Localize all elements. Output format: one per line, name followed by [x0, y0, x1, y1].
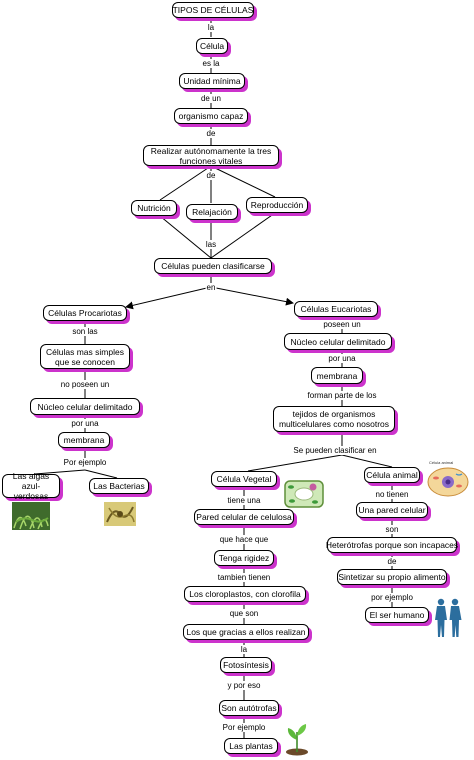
link-que-son: que son	[228, 609, 260, 618]
node-relajacion[interactable]: Relajación	[186, 204, 238, 220]
link-la-2: la	[239, 645, 249, 654]
link-poseen-un: poseen un	[322, 320, 362, 329]
node-el-ser-humano[interactable]: El ser humano	[365, 607, 429, 623]
node-nutricion[interactable]: Nutrición	[131, 200, 177, 216]
node-algas-azul-verdosas[interactable]: Las algas azul-verdosas	[2, 471, 60, 501]
link-por-ejemplo-animal: por ejemplo	[370, 593, 414, 602]
node-sintetizar-alimento[interactable]: Sintetizar su propio alimento	[337, 569, 447, 585]
node-las-bacterias[interactable]: Las Bacterias	[89, 478, 149, 494]
node-membrana-procariota[interactable]: membrana	[58, 432, 110, 448]
link-por-una-eucariota: por una	[327, 354, 357, 363]
link-se-pueden-clasificar: Se pueden clasificar en	[292, 446, 378, 455]
link-las: las	[204, 240, 218, 249]
node-las-plantas[interactable]: Las plantas	[224, 738, 278, 754]
node-pared-celulosa[interactable]: Pared celular de celulosa	[194, 509, 294, 525]
node-pared-celular-animal[interactable]: Una pared celular	[356, 502, 428, 518]
node-celulas-eucariotas[interactable]: Células Eucariotas	[294, 301, 378, 317]
humans-image	[435, 598, 462, 637]
node-celulas-procariotas[interactable]: Células Procariotas	[43, 305, 127, 321]
link-por-ejemplo-vegetal: Por ejemplo	[221, 723, 267, 732]
animal-cell-caption: Célula animal	[429, 460, 454, 465]
node-organismo-capaz[interactable]: organismo capaz	[174, 108, 248, 124]
algae-photo	[12, 502, 50, 530]
link-forman-parte: forman parte de los	[306, 391, 378, 400]
link-tiene-una: tiene una	[226, 496, 262, 505]
node-heterotrofas[interactable]: Heterótrofas porque son incapaces	[326, 537, 458, 553]
link-son-las: son las	[71, 327, 99, 336]
link-de-1: de	[205, 129, 217, 138]
link-por-una-procariota: por una	[70, 419, 100, 428]
node-fotosintesis[interactable]: Fotosíntesis	[220, 657, 272, 673]
node-realizar-funciones[interactable]: Realizar autónomamente la tres funciones…	[143, 145, 279, 166]
link-tambien-tienen: tambien tienen	[216, 573, 272, 582]
link-la: la	[206, 23, 216, 32]
node-son-autotrofas[interactable]: Son autótrofas	[219, 700, 279, 716]
node-tipos-de-celulas[interactable]: TIPOS DE CÉLULAS	[172, 2, 254, 18]
node-celula[interactable]: Célula	[196, 38, 228, 54]
node-reproduccion[interactable]: Reproducción	[246, 197, 308, 213]
link-no-poseen-un: no poseen un	[59, 380, 111, 389]
link-son: son	[384, 525, 400, 534]
plant-cell-image	[284, 480, 324, 508]
node-cloroplastos[interactable]: Los cloroplastos, con clorofila	[184, 586, 306, 602]
node-celula-animal[interactable]: Célula animal	[364, 467, 420, 483]
link-y-por-eso: y por eso	[226, 681, 262, 690]
node-celulas-pueden-clasificarse[interactable]: Células pueden clasificarse	[154, 258, 272, 274]
animal-cell-image: Célula animal	[426, 460, 470, 498]
node-celulas-mas-simples[interactable]: Células mas simples que se conocen	[40, 344, 130, 369]
link-por-ejemplo-procariota: Por ejemplo	[62, 458, 108, 467]
plant-sprout-image	[286, 724, 308, 756]
link-no-tienen: no tienen	[374, 490, 410, 499]
node-nucleo-procariota[interactable]: Núcleo celular delimitado	[30, 398, 140, 415]
link-de-2: de	[205, 171, 217, 180]
node-membrana-eucariota[interactable]: membrana	[311, 367, 363, 384]
bacteria-photo	[104, 502, 136, 526]
node-celula-vegetal[interactable]: Célula Vegetal	[211, 471, 277, 487]
node-unidad-minima[interactable]: Unidad mínima	[179, 73, 245, 89]
node-gracias-a-ellos[interactable]: Los que gracias a ellos realizan	[183, 624, 309, 640]
node-tejidos-multicelulares[interactable]: tejidos de organismos multicelulares com…	[273, 406, 395, 432]
link-de-3: de	[386, 557, 398, 566]
link-en: en	[205, 283, 217, 292]
link-es-la: es la	[201, 59, 221, 68]
node-nucleo-eucariota[interactable]: Núcleo celular delimitado	[284, 333, 392, 350]
link-de-un: de un	[199, 94, 223, 103]
node-tenga-rigidez[interactable]: Tenga rigidez	[214, 550, 274, 566]
link-que-hace-que: que hace que	[218, 535, 270, 544]
